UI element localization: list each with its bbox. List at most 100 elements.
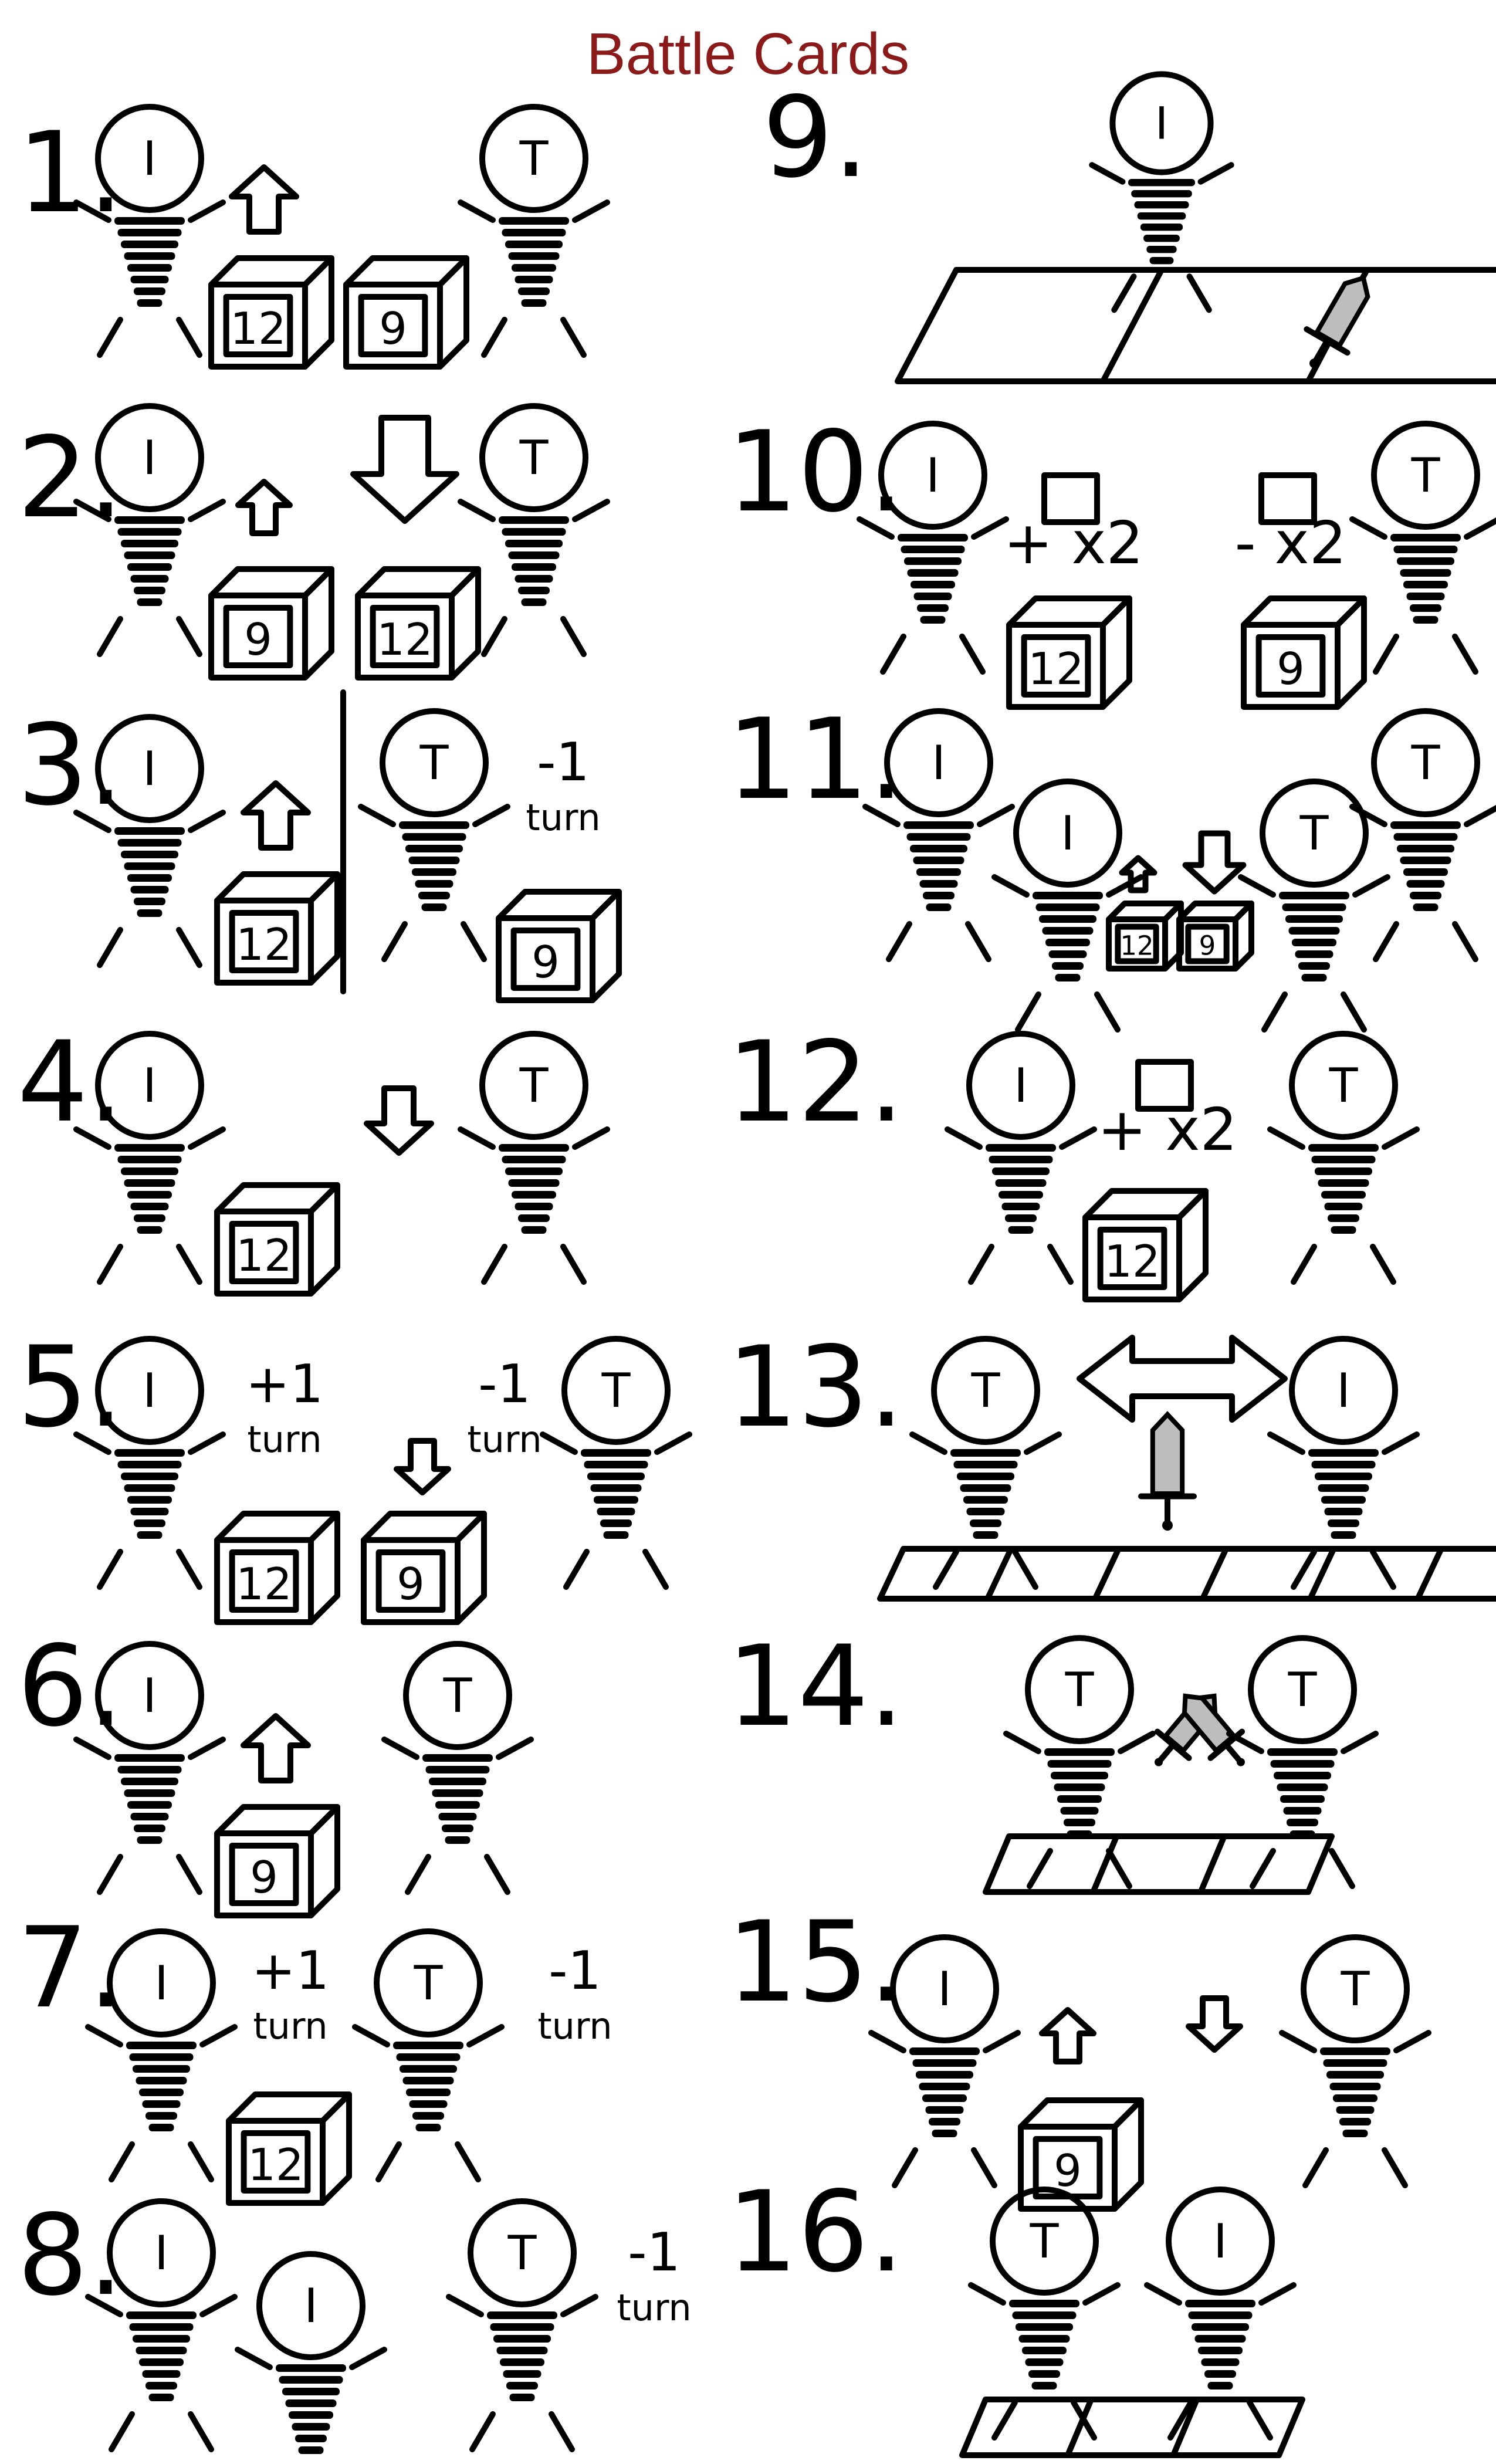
torso-coil [1318,1179,1369,1187]
torso-coil [919,880,958,888]
die-value: 12 [236,919,292,970]
die-value: 9 [244,614,272,665]
torso-coil [502,1156,566,1163]
torso-coil [124,862,175,870]
right-figure: I [1144,2187,1297,2441]
torso-coil [279,2376,343,2384]
torso-coil [1311,1156,1376,1163]
torso-coil [1342,2130,1368,2137]
die-front [226,2118,326,2206]
die-front [208,593,308,681]
head-letter: T [519,1058,549,1113]
card-number: 4. [17,1017,123,1147]
arrow-up-icon [1039,2007,1096,2064]
die-icon: 12 [226,2091,352,2206]
torso-coil [117,1461,182,1468]
sword-pommel [1155,1758,1163,1766]
right-leg [965,921,991,962]
torso-coil [953,1461,1018,1468]
left-leg [405,1854,431,1895]
torso-coil [999,1191,1043,1199]
torso-coil [117,229,182,236]
torso-coil [581,1449,651,1457]
right-leg [959,634,986,675]
torso-coil [1044,1748,1115,1756]
torso-coil [124,551,175,559]
torso-coil [970,1519,1001,1527]
left-arm [945,1126,983,1150]
modifier-value: -1 [549,1940,601,2002]
right-leg [1106,1848,1132,1889]
board-divider [1197,1833,1227,1895]
head-icon [990,2187,1099,2296]
torso-coil [1315,1167,1372,1175]
torso-coil [1406,593,1445,600]
torso-coil [600,1519,632,1527]
torso-coil [922,2094,967,2102]
die-value: 9 [1054,2145,1082,2196]
left-figure: I [73,714,226,968]
left-leg [381,921,408,962]
head-icon [890,1934,999,2043]
head-letter: T [1411,448,1441,503]
torso-coil [1274,1772,1331,1779]
right-leg [1247,2399,1273,2441]
torso-coil [912,2059,977,2067]
head-letter: T [1299,806,1329,861]
torso-coil [121,1778,178,1785]
left-arm [1279,2030,1317,2053]
die-icon: 12 [214,1511,340,1625]
torso-coil [432,1789,483,1797]
right-leg [549,2411,575,2452]
head-letter: I [1336,1363,1351,1418]
torso-coil [1288,927,1340,935]
right-arm [1464,805,1496,827]
torso-coil [909,2047,980,2055]
torso-coil [499,1144,569,1152]
die-front [214,1537,314,1625]
left-leg [1373,921,1399,962]
board-outline [983,1833,1335,1895]
torso-coil [127,264,172,272]
left-leg [1250,1848,1276,1889]
torso-coil [134,587,165,594]
torso-coil [1283,1807,1322,1815]
torso-coil [415,2124,441,2131]
torso-coil [137,598,163,606]
sword-icon [1304,275,1370,368]
board-tiles [959,2397,1305,2458]
left-leg [97,1854,123,1895]
torso-coil [926,903,952,911]
multiplier-value: + x2 [1004,509,1143,577]
die-side [302,566,334,681]
head-letter: T [1065,1663,1095,1717]
arrow-up-icon [241,780,311,851]
torso-coil [400,2065,457,2073]
torso-coil [134,898,165,905]
die-top [214,1511,340,1543]
head-icon [256,2251,365,2360]
torso-coil [1028,2370,1060,2378]
die-side [302,255,334,370]
die-value: 9 [532,936,560,988]
head-icon [884,708,993,817]
torso-coil [1185,2300,1255,2307]
torso-coil [916,2071,973,2079]
torso-coil [503,2370,541,2378]
dice-multiplier: - x2 [1235,472,1346,577]
torso-coil [919,2083,970,2090]
head-letter: T [519,431,549,485]
card-number: 15. [727,1897,904,2027]
torso-coil [396,2053,461,2061]
die-front [214,1209,314,1297]
torso-coil [415,880,453,888]
board-divider [984,1546,1014,1602]
head-icon [931,1336,1040,1445]
die-front [1006,622,1106,710]
torso-coil [1403,868,1448,876]
torso-coil [1201,2358,1240,2366]
die-front [214,1830,314,1918]
left-leg [97,1549,123,1590]
torso-coil [409,2100,448,2108]
